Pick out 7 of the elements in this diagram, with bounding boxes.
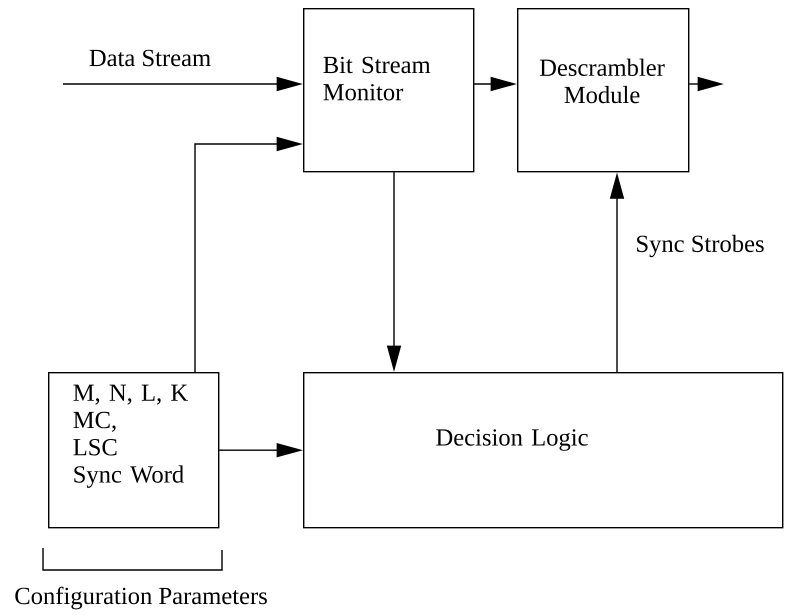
block-box: Descrambler Module [517, 8, 690, 172]
block-box: Decision Logic [303, 372, 784, 528]
block-box: Bit Stream Monitor [303, 8, 474, 172]
edge-label: Sync Strobes [634, 233, 766, 259]
block-box: M, N, L, K MC, LSC Sync Word [48, 372, 220, 528]
caption-label: Configuration Parameters [15, 586, 267, 610]
edge-label: Data Stream [87, 48, 213, 68]
